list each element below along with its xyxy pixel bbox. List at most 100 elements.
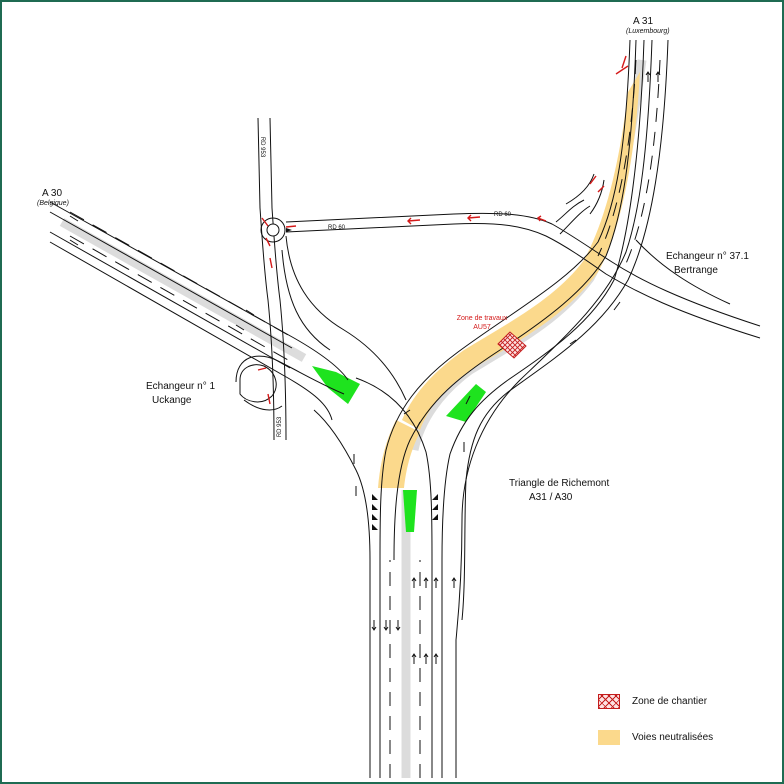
red-arrow-rd60-1 — [407, 217, 421, 225]
arrow-center-1 — [403, 409, 411, 415]
bertrange-ramp-2 — [589, 179, 605, 215]
rd60-north — [285, 212, 761, 327]
arrow-s-up-4 — [451, 577, 457, 588]
chevron-east-1 — [432, 494, 438, 500]
rd953-to-center-2 — [281, 249, 331, 351]
legend-swatch-chantier — [598, 694, 620, 709]
red-arrow-round-1 — [265, 237, 271, 247]
red-arrow-bertrange-2 — [597, 185, 605, 193]
arrow-s-up-1 — [411, 577, 417, 588]
chevron-east-3 — [432, 514, 438, 520]
red-arrows — [257, 55, 629, 405]
neutral-band-curve — [378, 420, 420, 488]
richemont-line2: A31 / A30 — [529, 492, 573, 503]
uckange-ramp-2 — [243, 399, 283, 411]
rd953-west — [257, 117, 275, 441]
a30-lane-1 — [69, 211, 291, 337]
legend-item-neutralisees: Voies neutralisées — [598, 730, 713, 745]
arrow-se-2 — [465, 395, 471, 405]
arrow-s-up-2 — [423, 577, 429, 588]
arrow-a31-up-2 — [655, 71, 661, 82]
south-edge-5 — [455, 39, 653, 778]
merge-chevrons — [372, 494, 438, 530]
chevron-west-1 — [372, 494, 378, 500]
a31-median — [409, 59, 647, 451]
bertrange-line2: Bertrange — [674, 265, 718, 276]
neutral-band-a31 — [402, 72, 640, 430]
bertrange-line1: Echangeur n° 37.1 — [666, 251, 749, 262]
red-arrow-a31-2 — [615, 65, 629, 75]
gore-area-west — [312, 366, 360, 404]
legend-label-neutralisees: Voies neutralisées — [632, 732, 714, 743]
arrow-a31-diag-1 — [569, 339, 577, 345]
arrow-s-up-5 — [411, 653, 417, 664]
arrow-a31-up-1 — [645, 71, 651, 82]
arrow-a30-1 — [69, 215, 79, 222]
a30-edge-2 — [49, 211, 293, 349]
red-arrow-round-3 — [261, 217, 269, 227]
a30-lane-2 — [69, 235, 289, 361]
curve-south-west-1 — [379, 39, 631, 561]
roundabout — [260, 217, 292, 243]
legend-swatch-neutralisees — [598, 730, 620, 745]
arrow-s-up-3 — [433, 577, 439, 588]
arrow-center-2 — [415, 421, 421, 431]
curve-south-east-1 — [355, 377, 433, 561]
gore-area-south — [403, 490, 417, 532]
arrow-a30-2 — [69, 239, 79, 246]
works-zone-label: Zone de travaux AU57 — [452, 314, 512, 332]
rd953-label-bottom: RD 953 — [277, 416, 284, 438]
bertrange-ramp-3 — [635, 239, 731, 305]
red-arrow-uckange — [257, 367, 267, 371]
a30-median — [59, 218, 307, 362]
rd953-east — [269, 117, 287, 441]
rd60-label-left: RD 60 — [328, 225, 346, 231]
a31-edge-east — [461, 39, 669, 621]
chevron-east-2 — [432, 504, 438, 510]
bertrange-ramp-1 — [565, 173, 595, 205]
rd60-label-right: RD 60 — [494, 212, 512, 218]
red-arrow-a31-1 — [621, 55, 627, 69]
works-zone-line1: Zone de travaux — [456, 315, 508, 322]
arrow-s-down-2 — [383, 620, 389, 631]
south-edge-1 — [313, 409, 371, 778]
roundabout-marker — [286, 228, 292, 232]
richemont-line1: Triangle de Richemont — [509, 478, 610, 489]
chevron-west-4 — [372, 524, 378, 530]
arrow-s-down-1 — [371, 620, 377, 631]
a31-destination: (Luxembourg) — [626, 28, 670, 35]
red-arrow-uckange-2 — [267, 393, 271, 405]
red-arrow-rd60-4 — [285, 225, 297, 228]
rd60-branch-1 — [555, 199, 585, 223]
curve-south-east-2 — [441, 39, 645, 561]
red-arrow-round-2 — [269, 257, 273, 269]
chevron-west-2 — [372, 504, 378, 510]
legend-item-chantier: Zone de chantier — [598, 694, 707, 709]
a31-lane-1 — [597, 59, 637, 257]
uckange-loop — [239, 364, 277, 403]
chevron-west-3 — [372, 514, 378, 520]
a30-name: A 30 — [42, 188, 63, 199]
arrow-a30-4 — [235, 324, 245, 331]
works-zone — [497, 331, 527, 359]
a31-name: A 31 — [633, 16, 654, 27]
neutralized-lanes — [378, 72, 640, 488]
median-strips — [59, 59, 647, 778]
rd60-south — [285, 223, 761, 339]
uckange-line1: Echangeur n° 1 — [146, 381, 216, 392]
uckange-line2: Uckange — [152, 395, 192, 406]
uckange-ramp-1 — [235, 355, 345, 395]
a30-edge-1 — [49, 201, 349, 381]
arrow-s-up-6 — [423, 653, 429, 664]
red-arrow-rd60-2 — [467, 214, 481, 222]
direction-arrows — [69, 71, 661, 664]
legend-label-chantier: Zone de chantier — [632, 696, 708, 707]
a31-lane-2 — [623, 59, 661, 269]
rd953-label-top: RD 953 — [259, 136, 266, 158]
rd953-to-center — [285, 235, 407, 401]
arrow-s-down-3 — [395, 620, 401, 631]
a30-destination: (Belgique) — [37, 200, 69, 207]
a30-edge-4 — [49, 241, 333, 421]
